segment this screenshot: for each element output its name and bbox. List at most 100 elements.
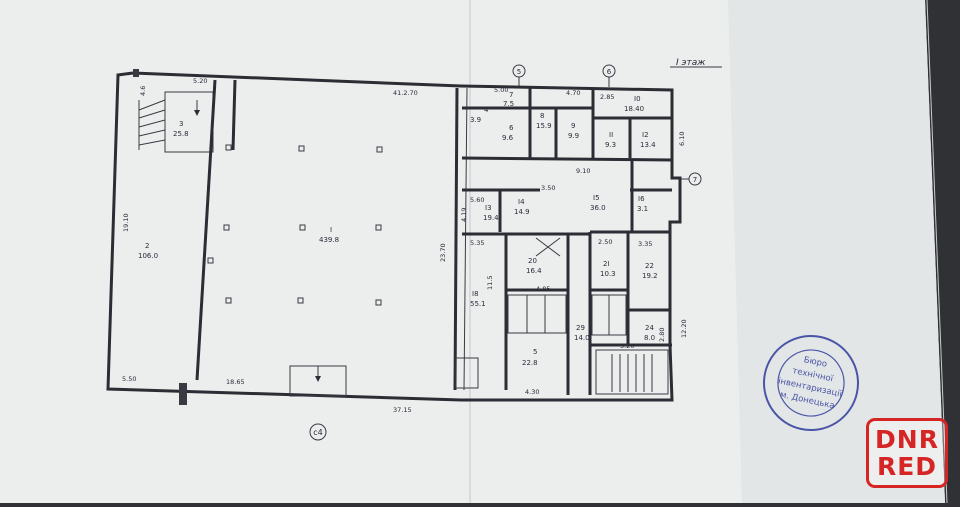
room-label: I4 14.9 (514, 198, 530, 216)
room-label: 77.5 (503, 91, 514, 108)
dim-bottom-c: 4.30 (525, 388, 539, 396)
room-label: 43.9 (470, 106, 489, 124)
floor-label: I этаж (676, 58, 706, 68)
svg-text:I: I (330, 226, 332, 234)
svg-text:19.4: 19.4 (483, 214, 499, 222)
svg-text:22: 22 (645, 262, 654, 270)
svg-text:3.9: 3.9 (470, 116, 481, 124)
svg-text:I0: I0 (634, 95, 641, 103)
svg-text:22.8: 22.8 (522, 359, 538, 367)
dim-inner-c: 3.50 (541, 184, 555, 192)
dim-right-a: 6.10 (678, 132, 686, 146)
partition-walls (195, 79, 673, 395)
axis-marker-c4: с4 (309, 423, 327, 441)
room-label: II 9.3 (605, 131, 616, 149)
dim-inner-f: 2.50 (598, 238, 612, 246)
svg-text:9: 9 (571, 122, 575, 130)
svg-text:14.0: 14.0 (574, 334, 590, 342)
axis-marker-5: 5 (512, 64, 526, 87)
room-label: I3 19.4 (483, 204, 499, 222)
svg-text:I2: I2 (642, 131, 649, 139)
svg-text:439.8: 439.8 (319, 236, 339, 244)
svg-text:5: 5 (517, 68, 521, 76)
paper-overlap (728, 0, 945, 503)
room-label: 522.8 (522, 348, 538, 367)
svg-text:I3: I3 (485, 204, 492, 212)
svg-text:I6: I6 (638, 195, 645, 203)
room-label: 69.6 (502, 124, 514, 142)
svg-text:3: 3 (179, 120, 183, 128)
dim-top-a: 5.00 (494, 86, 508, 94)
svg-text:II: II (609, 131, 613, 139)
svg-text:24: 24 (645, 324, 654, 332)
room-label: I0 18.40 (624, 95, 644, 113)
dim-inner-e: 4.85 (536, 285, 550, 293)
svg-text:18.40: 18.40 (624, 105, 644, 113)
svg-text:14.9: 14.9 (514, 208, 530, 216)
svg-text:55.1: 55.1 (470, 300, 486, 308)
svg-text:9.9: 9.9 (568, 132, 579, 140)
svg-text:2I: 2I (603, 260, 610, 268)
svg-text:8.0: 8.0 (644, 334, 655, 342)
stair-right (535, 237, 669, 395)
svg-text:9.3: 9.3 (605, 141, 616, 149)
dim-inner-a: 5.60 (470, 196, 484, 204)
dim-stair-top: 4.6 (139, 86, 147, 96)
axis-marker-6: 6 (602, 64, 616, 87)
room-label: I 439.8 (319, 226, 339, 244)
room-label: 22 19.2 (642, 262, 658, 280)
svg-text:29: 29 (576, 324, 585, 332)
dim-top-c: 2.85 (600, 93, 614, 101)
room-label: 99.9 (568, 122, 579, 140)
stamp-line1: Бюро (803, 355, 828, 370)
dim-bottom-a: 5.50 (122, 375, 136, 383)
paper-sheet (0, 0, 945, 503)
svg-text:10.3: 10.3 (600, 270, 616, 278)
dnr-red-watermark-logo: DNR RED (866, 418, 948, 488)
dim-top-b: 4.70 (566, 89, 580, 97)
watermark-line1: DNR (875, 425, 939, 454)
svg-text:7: 7 (693, 176, 697, 184)
svg-text:6: 6 (509, 124, 514, 132)
svg-text:с4: с4 (313, 428, 323, 437)
svg-text:16.4: 16.4 (526, 267, 542, 275)
dim-inner-j: 11.5 (486, 276, 494, 290)
dim-right-b: 12.20 (680, 319, 688, 338)
columns (207, 144, 383, 306)
dim-left-wall: 19.10 (122, 213, 130, 232)
svg-text:I4: I4 (518, 198, 525, 206)
svg-text:106.0: 106.0 (138, 252, 158, 260)
dim-inner-g: 3.35 (638, 240, 652, 248)
svg-text:6: 6 (607, 68, 612, 76)
room-label: 815.9 (536, 112, 552, 130)
room-label: 2 106.0 (138, 242, 158, 260)
entrance-arrow (315, 366, 321, 382)
svg-text:I8: I8 (472, 290, 479, 298)
dim-mid-wall: 23.70 (439, 243, 447, 262)
dim-inner-i: 2.80 (658, 328, 666, 342)
dim-inner-d: 9.10 (576, 167, 590, 175)
svg-text:2: 2 (145, 242, 149, 250)
svg-text:8: 8 (540, 112, 544, 120)
dim-bottom-b: 18.65 (226, 378, 245, 386)
room-label: I63.1 (637, 195, 648, 213)
svg-text:I5: I5 (593, 194, 600, 202)
svg-text:7: 7 (509, 91, 513, 99)
svg-text:9.6: 9.6 (502, 134, 514, 142)
room-label: 248.0 (644, 324, 655, 342)
room-label: I8 55.1 (470, 290, 486, 308)
room-label: 325.8 (173, 120, 189, 138)
watermark-line2: RED (876, 452, 938, 481)
dim-top-left: 5.20 (193, 77, 207, 85)
svg-text:25.8: 25.8 (173, 130, 189, 138)
svg-text:5: 5 (533, 348, 537, 356)
room-label: 29 14.0 (574, 324, 590, 342)
svg-text:19.2: 19.2 (642, 272, 658, 280)
dim-inner-h: 3.20 (620, 342, 634, 350)
